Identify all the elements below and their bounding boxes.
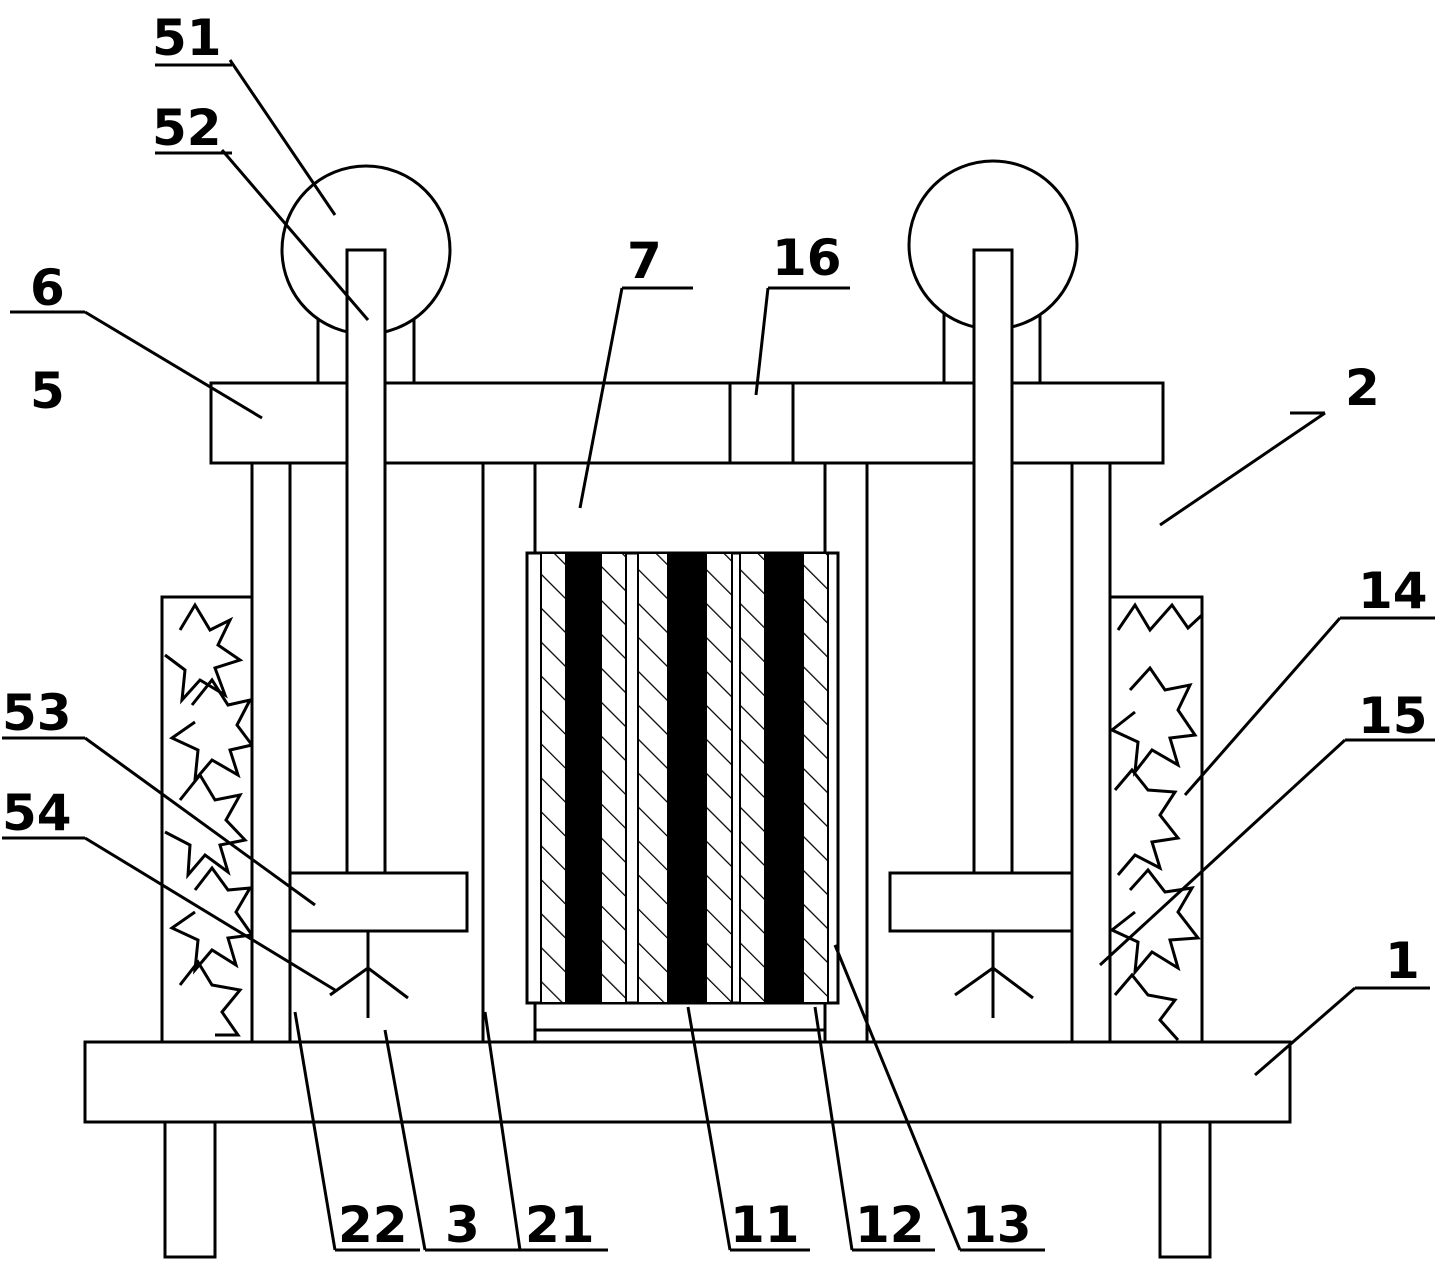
base-leg-left — [163, 1120, 217, 1259]
stir-blade-right — [954, 931, 1034, 1018]
label-21: 21 — [525, 1196, 595, 1254]
label-13: 13 — [962, 1196, 1032, 1254]
insulation-block-left — [160, 595, 255, 1044]
label-53: 53 — [2, 684, 72, 742]
shaft-left — [345, 248, 387, 875]
electrode-3 — [765, 553, 803, 1003]
outer-wall-left — [250, 461, 292, 1044]
leader-lines — [84, 59, 1435, 1252]
label-15: 15 — [1358, 687, 1428, 745]
electrode-assembly — [525, 551, 840, 1005]
label-14: 14 — [1358, 562, 1428, 620]
label-6: 6 — [30, 259, 65, 317]
label-52: 52 — [152, 99, 222, 157]
insulation-block-right — [1108, 595, 1204, 1044]
outer-wall-right — [1070, 461, 1112, 1044]
base-plate — [83, 1040, 1292, 1124]
label-11: 11 — [730, 1196, 800, 1254]
label-2: 2 — [1345, 359, 1380, 417]
stir-plate-right — [888, 871, 1074, 933]
stir-blade-left — [329, 931, 409, 1018]
cover-vent — [728, 381, 795, 465]
electrode-2 — [668, 553, 706, 1003]
label-54: 54 — [2, 784, 72, 842]
label-51: 51 — [152, 9, 222, 67]
label-1: 1 — [1385, 932, 1420, 990]
base-leg-right — [1158, 1120, 1212, 1259]
stir-plate-left — [288, 871, 469, 933]
shaft-right — [972, 248, 1014, 875]
label-22: 22 — [338, 1196, 408, 1254]
label-12: 12 — [855, 1196, 925, 1254]
label-3: 3 — [445, 1196, 480, 1254]
label-underlines — [2, 63, 232, 840]
electrode-1 — [566, 553, 601, 1003]
label-7: 7 — [627, 232, 662, 290]
label-5: 5 — [30, 362, 65, 420]
label-16: 16 — [772, 229, 842, 287]
